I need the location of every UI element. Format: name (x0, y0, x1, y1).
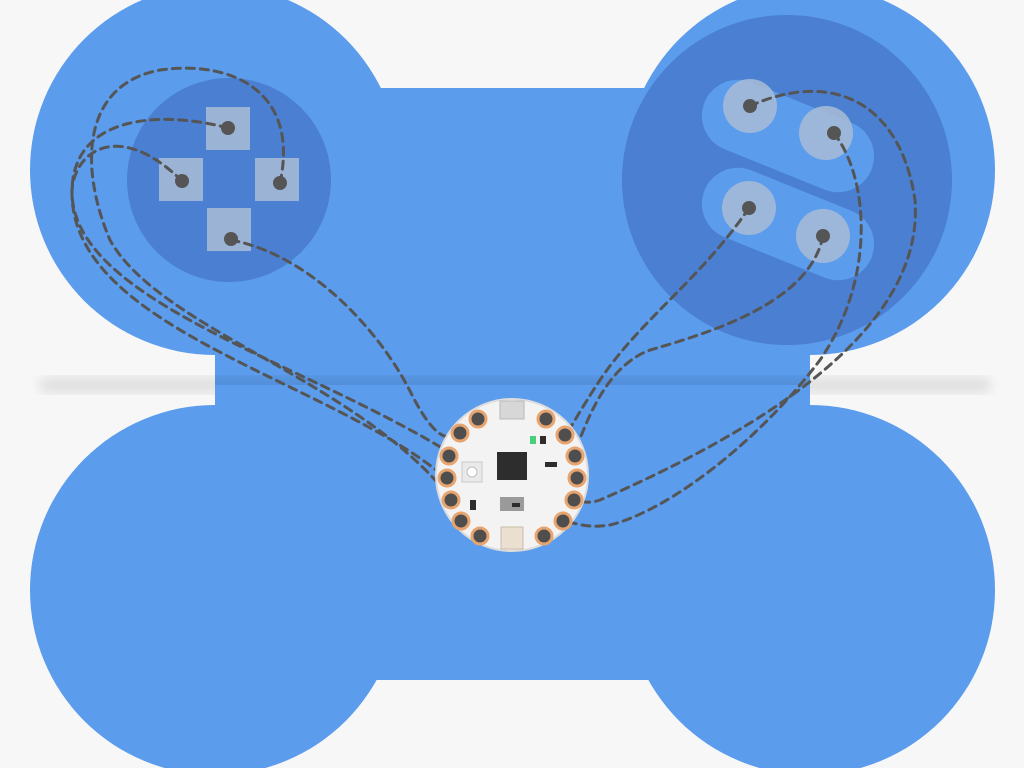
small-component-4 (512, 503, 520, 507)
board-pad-14 (468, 409, 488, 429)
status-led (530, 436, 536, 444)
small-component-3 (470, 500, 476, 510)
reset-button-cap (466, 466, 478, 478)
board-pad-3 (437, 468, 457, 488)
wire-button-b (560, 131, 863, 528)
wire-dpad-right (90, 66, 454, 502)
board-pad-8 (553, 511, 573, 531)
button-pad-b[interactable] (799, 106, 853, 160)
action-buttons-icon (622, 15, 952, 345)
board-pad-13 (536, 409, 556, 429)
dot-button-y (816, 229, 830, 243)
battery-connector-icon (500, 526, 524, 550)
board-pads (437, 409, 587, 546)
board-pad-4 (441, 490, 461, 510)
pad-connection-dots (175, 99, 841, 246)
board-pad-6 (470, 526, 490, 546)
dot-dpad-down (224, 232, 238, 246)
dot-dpad-up (221, 121, 235, 135)
wire-dpad-left (70, 144, 454, 456)
wire-dpad-up (70, 117, 448, 480)
wire-button-x (563, 206, 751, 437)
board-pad-7 (534, 526, 554, 546)
board-pad-2 (439, 446, 459, 466)
microcontroller-chip (497, 452, 527, 480)
dot-dpad-right (273, 176, 287, 190)
board-pad-12 (555, 425, 575, 445)
wire-button-a (573, 89, 917, 504)
dpad-well (127, 78, 331, 282)
board-pad-11 (565, 446, 585, 466)
board-pad-10 (567, 468, 587, 488)
small-component-1 (540, 436, 546, 444)
board-pad-1 (450, 423, 470, 443)
dot-button-a (743, 99, 757, 113)
dot-button-x (742, 201, 756, 215)
buttons-well (622, 15, 952, 345)
directional-pad-icon (127, 78, 331, 282)
small-component-2 (545, 462, 557, 467)
board-pad-9 (564, 490, 584, 510)
wire-button-y (572, 234, 825, 457)
wires (70, 66, 917, 528)
circuit-board-icon (435, 398, 589, 552)
dot-dpad-left (175, 174, 189, 188)
usb-connector-icon (499, 400, 525, 420)
board-pad-5 (451, 511, 471, 531)
wire-dpad-down (229, 238, 462, 439)
dot-button-b (827, 126, 841, 140)
